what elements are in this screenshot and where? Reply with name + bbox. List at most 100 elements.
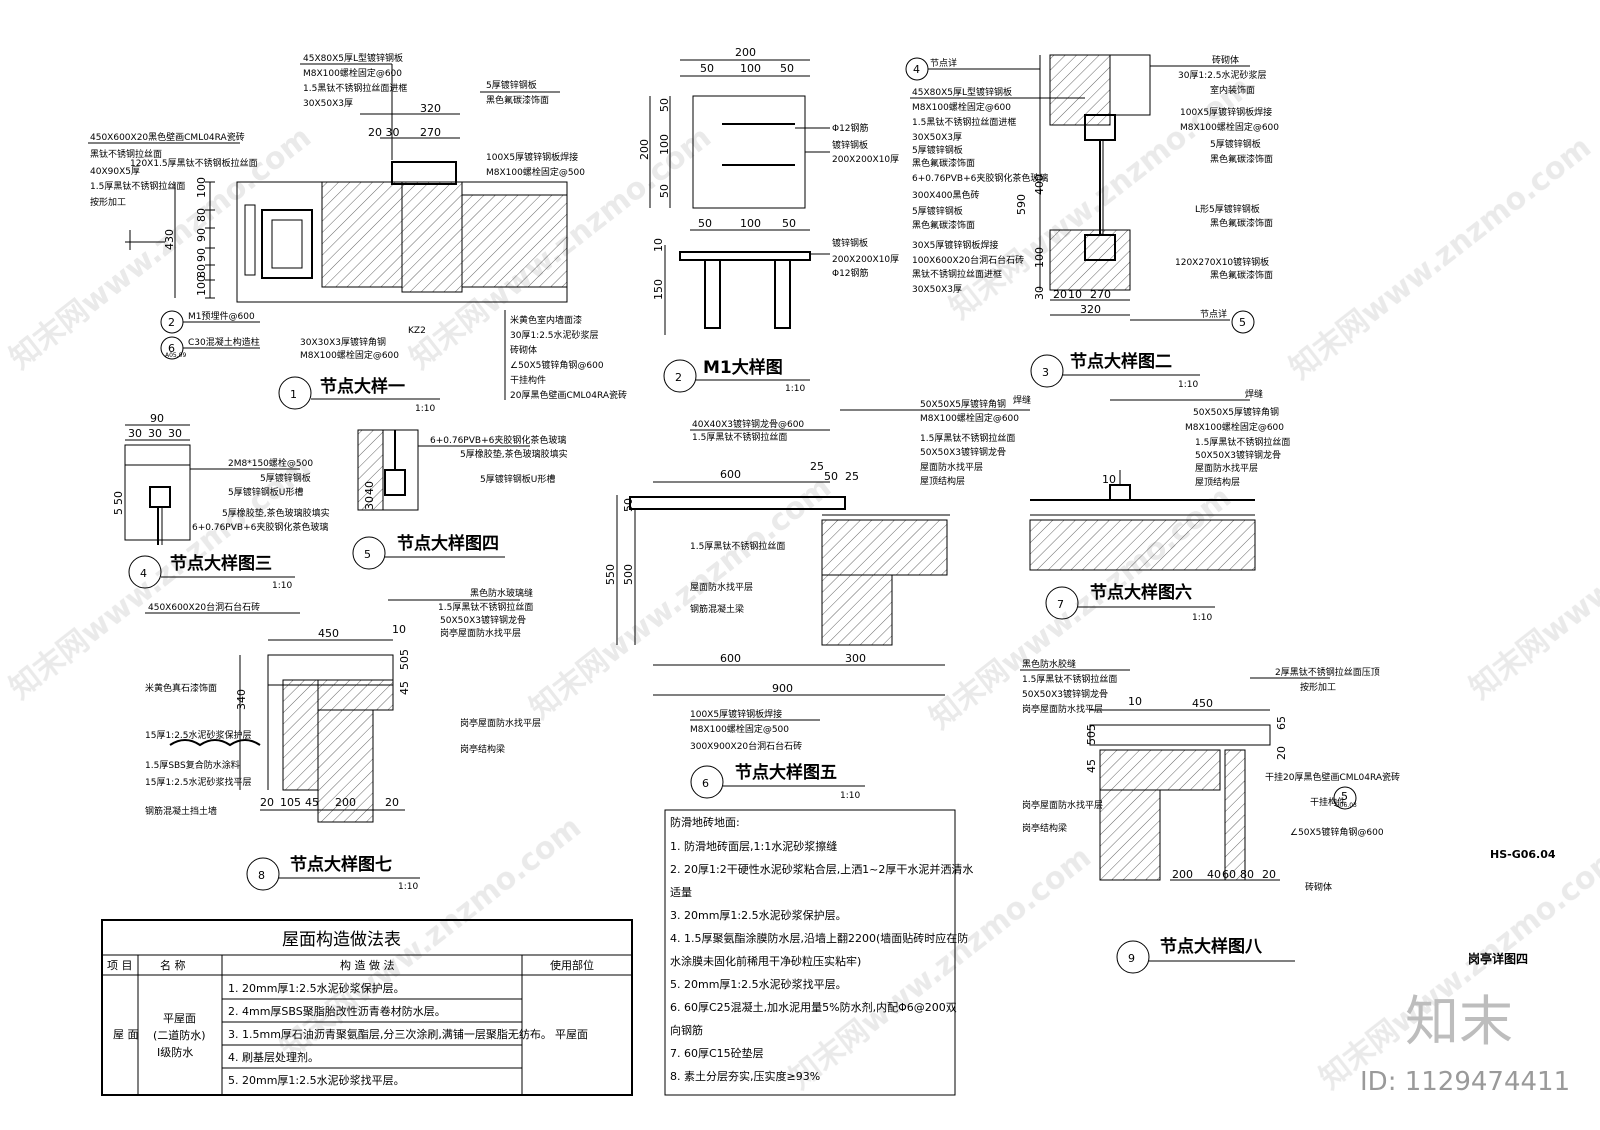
drawing-label: 590 bbox=[1015, 194, 1028, 215]
drawing-label: 45X80X5厚L型镀锌钢板 bbox=[303, 52, 403, 64]
drawing-label: 平屋面 bbox=[555, 1028, 588, 1041]
drawing-label: 90 bbox=[195, 228, 208, 242]
drawing-line bbox=[679, 251, 811, 261]
drawing-label: G06.03 bbox=[1335, 802, 1357, 809]
drawing-line bbox=[271, 219, 303, 269]
drawing-label: 黑色氟碳漆饰面 bbox=[912, 219, 975, 231]
drawing-label: 20 bbox=[1275, 746, 1288, 760]
drawing-label: 450 bbox=[318, 627, 339, 640]
drawing-label: 屋面防水找平层 bbox=[1195, 462, 1258, 474]
brand-logo-watermark: 知末 bbox=[1405, 990, 1513, 1053]
drawing-label: 30 bbox=[168, 427, 182, 440]
drawing-label: 270 bbox=[1090, 288, 1111, 301]
drawing-label: 5 bbox=[364, 548, 371, 561]
drawing-label: 20 bbox=[260, 796, 274, 809]
watermark-text: 知末网www.znzmo.com bbox=[1313, 840, 1600, 1097]
drawing-line bbox=[1109, 54, 1151, 116]
detail-ref-bubble bbox=[128, 555, 162, 589]
drawing-label: 270 bbox=[420, 126, 441, 139]
drawing-label: 1.5厚黑钛不锈钢拉丝面 bbox=[90, 180, 185, 192]
drawing-label: 500 bbox=[622, 564, 635, 585]
drawing-label: 50 bbox=[782, 217, 796, 230]
drawing-line bbox=[664, 809, 956, 1096]
drawing-label: 米黄色室内墙面漆 bbox=[510, 314, 582, 326]
drawing-label: 黑色氟碳漆饰面 bbox=[912, 157, 975, 169]
drawing-label: 节点大样图五 bbox=[735, 762, 837, 783]
drawing-line bbox=[244, 204, 256, 276]
drawing-label: 100X5厚镀锌钢板焊接 bbox=[1180, 106, 1272, 118]
drawing-label: 6 bbox=[168, 342, 175, 355]
drawing-label: 6. 60厚C25混凝土,加水泥用量5%防水剂,内配Φ6@200双 bbox=[670, 1000, 957, 1014]
drawing-label: M8X100螺栓固定@500 bbox=[486, 166, 585, 178]
drawing-label: 10 bbox=[1068, 288, 1082, 301]
drawing-label: 黑色氟碳漆饰面 bbox=[1210, 153, 1273, 165]
drawing-label: 1.5厚黑钛不锈钢拉丝面 bbox=[920, 432, 1015, 444]
drawing-label: 项 目 bbox=[107, 959, 133, 972]
drawing-label: 300X900X20台洞石台石砖 bbox=[690, 740, 802, 752]
drawing-label: 岗亭屋面防水找平层 bbox=[460, 717, 541, 729]
drawing-label: 80 bbox=[1240, 868, 1254, 881]
drawing-line bbox=[1089, 724, 1271, 746]
drawing-label: 20 bbox=[1053, 288, 1067, 301]
drawing-label: 5厚镀锌钢板 bbox=[1210, 138, 1261, 150]
drawing-label: 3 bbox=[1042, 366, 1049, 379]
detail-ref-bubble bbox=[352, 536, 386, 570]
drawing-label: 30X30X3厚镀锌角钢 bbox=[300, 336, 386, 348]
drawing-label: 5厚橡胶垫,茶色玻璃胶填实 bbox=[460, 448, 568, 460]
drawing-label: 4 bbox=[913, 63, 920, 76]
drawing-label: 100X5厚镀锌钢板焊接 bbox=[486, 151, 578, 163]
drawing-label: 105 bbox=[280, 796, 301, 809]
drawing-label: 550 bbox=[604, 564, 617, 585]
drawing-label: 30 bbox=[148, 427, 162, 440]
drawing-label: 屋 面 bbox=[113, 1028, 139, 1041]
drawing-label: KZ2 bbox=[408, 326, 426, 336]
drawing-label: 430 bbox=[163, 229, 176, 250]
drawing-line bbox=[261, 209, 313, 279]
drawing-line bbox=[357, 429, 384, 511]
drawing-label: 100X5厚镀锌钢板焊接 bbox=[690, 708, 782, 720]
drawing-line bbox=[401, 181, 463, 293]
drawing-label: 80 bbox=[195, 208, 208, 222]
drawing-label: (二道防水) bbox=[153, 1028, 206, 1042]
drawing-label: 600 bbox=[720, 468, 741, 481]
drawing-label: 2 bbox=[168, 316, 175, 329]
drawing-label: 80 bbox=[195, 264, 208, 278]
drawing-label: 干挂20厚黑色壁画CML04RA瓷砖 bbox=[1265, 771, 1400, 783]
drawing-label: 100 bbox=[1033, 247, 1046, 268]
drawing-label: 1.5厚黑钛不锈钢拉丝面 bbox=[1195, 436, 1290, 448]
drawing-title: 岗亭详图四 bbox=[1468, 951, 1528, 966]
drawing-label: 5. 20mm厚1:2.5水泥砂浆找平层。 bbox=[670, 977, 847, 991]
drawing-label: 节点大样图二 bbox=[1070, 351, 1172, 372]
detail-6: 600 25 50 25 550 500 50 600 300 900 40X4… bbox=[604, 394, 1031, 801]
drawing-label: 100 bbox=[740, 62, 761, 75]
drawing-label: 340 bbox=[235, 689, 248, 710]
drawing-label: 50 bbox=[698, 217, 712, 230]
drawing-label: 45 bbox=[398, 681, 411, 695]
drawing-label: 屋面防水找平层 bbox=[920, 461, 983, 473]
drawing-line bbox=[1099, 789, 1161, 881]
drawing-label: 岗亭屋面防水找平层 bbox=[1022, 703, 1103, 715]
drawing-label: 20 bbox=[385, 796, 399, 809]
drawing-label: 65 bbox=[1275, 716, 1288, 730]
drawing-label: 120X270X10镀锌钢板 bbox=[1175, 256, 1269, 268]
drawing-label: M8X100螺栓固定@600 bbox=[1185, 421, 1284, 433]
drawing-label: 50X50X3镀锌钢龙骨 bbox=[1022, 688, 1108, 700]
drawing-label: 40 bbox=[1207, 868, 1221, 881]
drawing-label: 5厚镀锌钢板 bbox=[912, 144, 963, 156]
drawing-label: 50X50X3镀锌钢龙骨 bbox=[920, 446, 1006, 458]
drawing-label: 干挂构件 bbox=[1310, 796, 1346, 808]
drawing-label: 岗亭屋面防水找平层 bbox=[1022, 799, 1103, 811]
drawing-label: L形5厚镀锌钢板 bbox=[1195, 203, 1260, 215]
drawing-label: 1.5厚黑钛不锈钢拉丝面 bbox=[690, 540, 785, 552]
drawing-label: M8X100螺栓固定@600 bbox=[303, 67, 402, 79]
drawing-label: 按形加工 bbox=[90, 196, 126, 208]
drawing-label: 5厚镀锌钢板 bbox=[912, 205, 963, 217]
drawing-label: 200 bbox=[1172, 868, 1193, 881]
drawing-label: 30 bbox=[363, 496, 376, 510]
drawing-label: 15厚1:2.5水泥砂浆找平层 bbox=[145, 776, 252, 788]
drawing-code: HS-G06.04 bbox=[1490, 848, 1556, 861]
roof-construction-table: 屋面构造做法表 项 目 名 称 构 造 做 法 使用部位 屋 面 平屋面 (二道… bbox=[101, 919, 633, 1096]
table-title: 屋面构造做法表 bbox=[282, 930, 401, 950]
drawing-label: 1. 防滑地砖面层,1:1水泥砂浆擦缝 bbox=[670, 839, 837, 853]
